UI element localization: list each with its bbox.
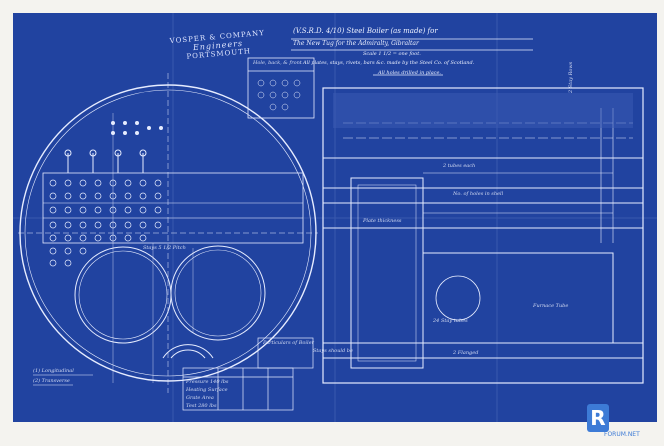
note-plate: Plate thickness	[363, 218, 402, 224]
note-transverse: (2) Transverse	[33, 378, 70, 384]
boiler-side-section	[322, 87, 644, 384]
note-bottom: Stays should be	[313, 348, 353, 354]
watermark-logo-text: FORUM.NET	[604, 431, 640, 438]
table-row-3: Grate Area	[186, 395, 214, 401]
table-header: Particulars of Boiler	[263, 340, 314, 346]
title-scale: Scale 1 1/2 = one foot.	[363, 51, 421, 57]
title-underlines	[291, 38, 533, 76]
note-holes: Hole, back, & front	[253, 60, 302, 66]
table-row-2: Heating Surface	[186, 387, 228, 393]
note-furnace: Furnace Tube	[533, 303, 569, 309]
notes-underline	[33, 374, 93, 386]
table-row-1: Pressure 140 lbs	[186, 379, 229, 385]
title-line-1: (V.S.R.D. 4/10) Steel Boiler (as made) f…	[293, 27, 438, 35]
stays-row	[64, 149, 147, 173]
note-stay-tubes: 24 Stay tubes	[433, 318, 468, 324]
note-longitudinal: (1) Longitudinal	[33, 368, 74, 374]
fold-creases	[13, 13, 657, 422]
particulars-table	[182, 337, 314, 411]
tube-holes	[49, 179, 162, 267]
watermark-logo-icon: R	[587, 404, 609, 432]
note-tubes: 2 tubes each	[443, 163, 476, 169]
boiler-drawing	[13, 13, 657, 422]
note-bolts: No. of holes in shell	[453, 191, 504, 197]
note-stays-spacing: Stays 5 1/2 Pitch	[143, 245, 186, 251]
boiler-front-elevation	[18, 73, 318, 393]
table-row-4: Test 280 lbs	[186, 403, 217, 409]
title-line-4: All plates, stays, rivets, bars &c. made…	[303, 60, 475, 66]
grate-crescent	[162, 344, 214, 359]
title-line-5: All holes drilled in place.	[378, 70, 442, 76]
note-stay-rows: 2 Stay Rows	[568, 61, 574, 93]
blueprint-sheet: VOSPER & COMPANY Engineers PORTSMOUTH (V…	[13, 13, 657, 422]
title-line-2: The New Tug for the Admiralty, Gibraltar	[293, 40, 419, 47]
stay-cluster	[111, 121, 163, 135]
hole-detail-box	[247, 57, 315, 119]
note-flanged: 2 Flanged	[453, 350, 479, 356]
